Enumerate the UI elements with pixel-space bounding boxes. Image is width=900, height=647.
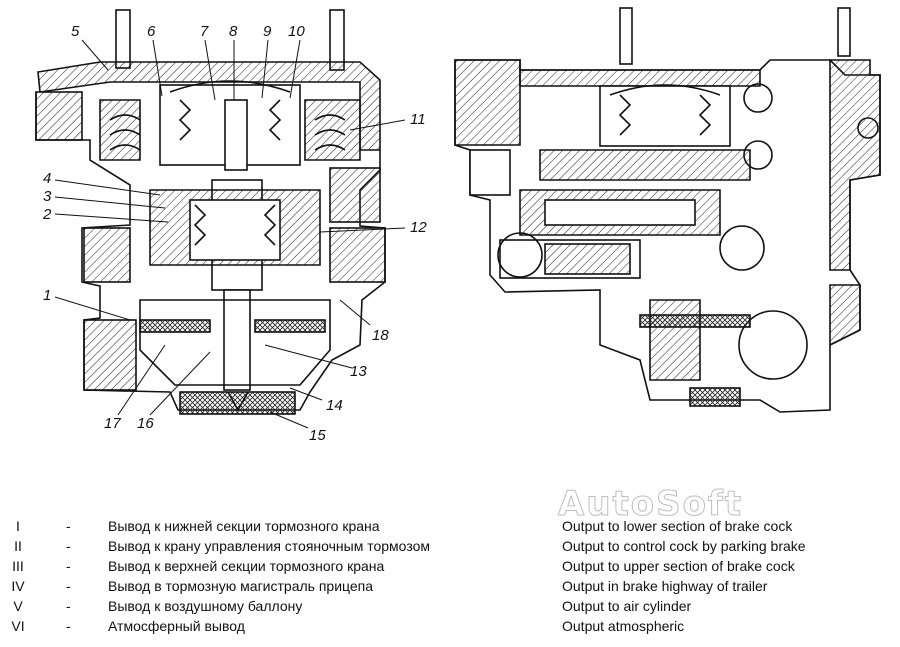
callout-3: 3 xyxy=(43,188,52,205)
callout-15: 15 xyxy=(309,427,326,444)
callout-17: 17 xyxy=(104,415,121,432)
callout-1: 1 xyxy=(43,287,51,304)
callout-7: 7 xyxy=(200,23,209,40)
valve-cross-section-diagram: 1 2 3 4 5 6 7 8 9 10 11 12 13 14 15 16 1… xyxy=(35,7,881,444)
legend-english-text: Output to air cylinder xyxy=(562,598,692,614)
autosoft-watermark: AutoSoft xyxy=(557,484,744,525)
callout-12: 12 xyxy=(410,219,427,236)
legend-russian-text: Вывод к воздушному баллону xyxy=(108,598,303,614)
legend-row: III - Вывод к верхней секции тормозного … xyxy=(0,556,900,576)
legend-english-text: Output in brake highway of trailer xyxy=(562,578,768,594)
callout-5: 5 xyxy=(71,23,80,40)
legend-english-text: Output atmospheric xyxy=(562,618,685,634)
legend-numeral: VI xyxy=(11,618,25,634)
legend-row: I - Вывод к нижней секции тормозного кра… xyxy=(0,516,900,536)
legend-dash: - xyxy=(66,598,71,614)
legend-dash: - xyxy=(66,558,71,574)
callout-4: 4 xyxy=(43,170,51,187)
legend-dash: - xyxy=(66,618,71,634)
legend-dash: - xyxy=(66,578,71,594)
callout-6: 6 xyxy=(147,23,156,40)
legend-numeral: V xyxy=(13,598,23,614)
legend-russian-text: Вывод к нижней секции тормозного крана xyxy=(108,518,380,534)
legend-english-text: Output to lower section of brake cock xyxy=(562,518,793,534)
legend-numeral: II xyxy=(14,538,22,554)
legend-russian-text: Вывод к крану управления стояночным торм… xyxy=(108,538,430,554)
legend-numeral: IV xyxy=(11,578,25,594)
legend-row: VI - Атмосферный вывод Output atmospheri… xyxy=(0,616,900,636)
legend-english-text: Output to control cock by parking brake xyxy=(562,538,806,554)
right-section-view xyxy=(454,7,881,413)
callout-13: 13 xyxy=(350,363,367,380)
callout-8: 8 xyxy=(229,23,238,40)
legend-row: V - Вывод к воздушному баллону Output to… xyxy=(0,596,900,616)
legend-russian-text: Вывод к верхней секции тормозного крана xyxy=(108,558,385,574)
port-legend: I - Вывод к нижней секции тормозного кра… xyxy=(0,516,900,641)
legend-row: IV - Вывод в тормозную магистраль прицеп… xyxy=(0,576,900,596)
legend-dash: - xyxy=(66,538,71,554)
callout-11: 11 xyxy=(410,111,426,128)
legend-russian-text: Вывод в тормозную магистраль прицепа xyxy=(108,578,374,594)
left-section-view xyxy=(35,9,386,415)
callout-9: 9 xyxy=(263,23,272,40)
callout-2: 2 xyxy=(42,206,52,223)
callout-16: 16 xyxy=(137,415,154,432)
legend-row: II - Вывод к крану управления стояночным… xyxy=(0,536,900,556)
legend-english-text: Output to upper section of brake cock xyxy=(562,558,795,574)
callout-14: 14 xyxy=(326,397,343,414)
callout-10: 10 xyxy=(288,23,305,40)
legend-numeral: III xyxy=(12,558,24,574)
legend-russian-text: Атмосферный вывод xyxy=(108,618,245,634)
callout-18: 18 xyxy=(372,327,389,344)
legend-dash: - xyxy=(66,518,71,534)
callout-leader-lines xyxy=(54,39,406,429)
legend-numeral: I xyxy=(16,518,20,534)
